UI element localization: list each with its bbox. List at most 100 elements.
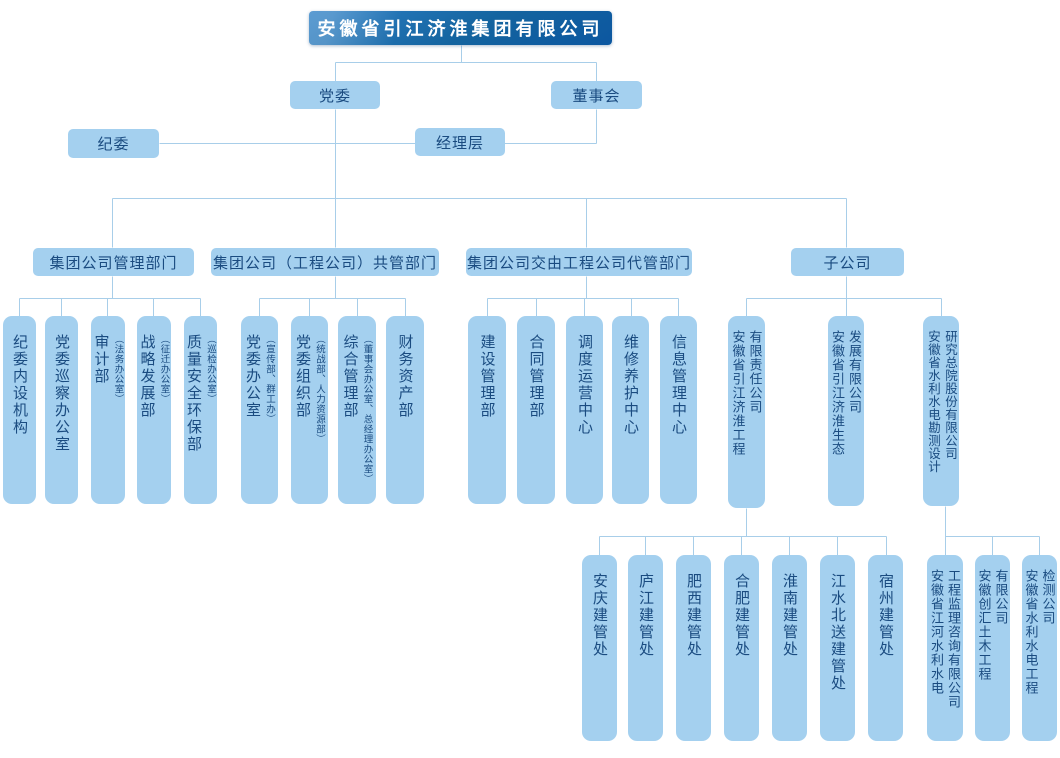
node-g2-dept1-name: 党委办公室 bbox=[244, 334, 261, 419]
node-board-label: 董事会 bbox=[572, 87, 621, 105]
node-subsidiary3: 安徽省水利水电勘测设计 研究总院股份有限公司 bbox=[923, 316, 959, 506]
node-g1-dept2: 党委巡察办公室 bbox=[45, 316, 78, 504]
node-office-anqing-label: 安庆建管处 bbox=[590, 573, 609, 658]
node-office-jiangshuibeisong-label: 江水北送建管处 bbox=[828, 573, 847, 692]
node-g3-dept5-label: 信息管理中心 bbox=[669, 334, 688, 436]
node-company-jiance-label: 安徽省水利水电工程 检测公司 bbox=[1023, 569, 1057, 695]
node-office-feixi-name: 肥西建管处 bbox=[685, 573, 702, 658]
node-party-committee-label: 党委 bbox=[318, 87, 351, 105]
node-g1-dept4-name: 战略发展部 bbox=[138, 334, 156, 419]
node-g3-dept5-name: 信息管理中心 bbox=[670, 334, 687, 436]
node-office-jiangshuibeisong: 江水北送建管处 bbox=[820, 555, 855, 741]
node-root-label: 安徽省引江济淮集团有限公司 bbox=[317, 19, 604, 39]
node-office-feixi: 肥西建管处 bbox=[676, 555, 711, 741]
node-subsidiary2-label: 安徽省引江济淮生态 发展有限公司 bbox=[829, 330, 863, 456]
node-g1-dept5-label: 质量安全环保部（巡检办公室） bbox=[184, 334, 217, 453]
node-g3-dept2-label: 合同管理部 bbox=[527, 334, 546, 419]
node-g1-dept1-label: 纪委内设机构 bbox=[10, 334, 29, 436]
node-subsidiary2-name: 安徽省引江济淮生态 发展有限公司 bbox=[830, 330, 862, 456]
node-party-committee: 党委 bbox=[290, 81, 380, 109]
node-g1-dept4-label: 战略发展部（征迁办公室） bbox=[138, 334, 171, 419]
node-g3-dept1-name: 建设管理部 bbox=[478, 334, 496, 419]
node-g2-dept2-note: （统战部、人力资源部） bbox=[314, 334, 325, 444]
node-g2-dept2-name: 党委组织部 bbox=[294, 334, 311, 419]
node-discipline-commission-label: 纪委 bbox=[97, 136, 130, 153]
node-group4-header-label: 子公司 bbox=[823, 254, 872, 272]
node-group3-header: 集团公司交由工程公司代管部门 bbox=[466, 248, 692, 276]
node-office-lujiang-label: 庐江建管处 bbox=[636, 573, 655, 658]
node-g1-dept5-note: （巡检办公室） bbox=[205, 334, 216, 404]
node-g2-dept4: 财务资产部 bbox=[386, 316, 424, 504]
node-office-hefei-name: 合肥建管处 bbox=[733, 573, 750, 658]
node-management-layer: 经理层 bbox=[415, 128, 505, 156]
node-g2-dept4-name: 财务资产部 bbox=[396, 334, 414, 419]
node-g1-dept3-note: （法务办公室） bbox=[112, 334, 124, 404]
node-company-jianli-label: 安徽省江河水利水电 工程监理咨询有限公司 bbox=[928, 569, 962, 709]
node-g3-dept3-label: 调度运营中心 bbox=[575, 334, 594, 436]
node-g1-dept3-name: 审计部 bbox=[92, 334, 110, 385]
node-office-lujiang-name: 庐江建管处 bbox=[637, 573, 654, 658]
node-office-huainan-name: 淮南建管处 bbox=[781, 573, 798, 658]
node-subsidiary1-label: 安徽省引江济淮工程 有限责任公司 bbox=[730, 330, 764, 456]
node-g3-dept4-label: 维修养护中心 bbox=[621, 334, 640, 436]
node-g2-dept3-name: 综合管理部 bbox=[341, 334, 359, 419]
node-company-jiance: 安徽省水利水电工程 检测公司 bbox=[1022, 555, 1057, 741]
node-g1-dept4-note: （征迁办公室） bbox=[158, 334, 170, 404]
node-office-suzhou: 宿州建管处 bbox=[868, 555, 903, 741]
node-company-jianli-name: 安徽省江河水利水电 工程监理咨询有限公司 bbox=[929, 569, 961, 709]
node-g1-dept1-name: 纪委内设机构 bbox=[11, 334, 28, 436]
node-g3-dept3: 调度运营中心 bbox=[566, 316, 603, 504]
node-g2-dept4-label: 财务资产部 bbox=[396, 334, 415, 419]
node-g2-dept1-note: （宣传部、群工办） bbox=[264, 334, 275, 424]
node-group1-header-label: 集团公司管理部门 bbox=[49, 254, 178, 272]
node-g3-dept1: 建设管理部 bbox=[468, 316, 506, 504]
node-g1-dept2-name: 党委巡察办公室 bbox=[53, 334, 70, 453]
node-g1-dept3-label: 审计部（法务办公室） bbox=[92, 334, 125, 404]
node-subsidiary2: 安徽省引江济淮生态 发展有限公司 bbox=[828, 316, 864, 506]
node-g3-dept2: 合同管理部 bbox=[517, 316, 555, 504]
node-g3-dept5: 信息管理中心 bbox=[660, 316, 697, 504]
node-company-chuanghui-name: 安徽创汇土木工程 有限公司 bbox=[976, 569, 1009, 681]
node-g2-dept1-label: 党委办公室（宣传部、群工办） bbox=[243, 334, 276, 424]
node-g1-dept5-name: 质量安全环保部 bbox=[185, 334, 202, 453]
node-g3-dept3-name: 调度运营中心 bbox=[576, 334, 593, 436]
node-company-chuanghui-label: 安徽创汇土木工程 有限公司 bbox=[976, 569, 1010, 681]
node-g3-dept1-label: 建设管理部 bbox=[478, 334, 497, 419]
node-office-hefei-label: 合肥建管处 bbox=[732, 573, 751, 658]
node-g1-dept3: 审计部（法务办公室） bbox=[91, 316, 125, 504]
node-management-layer-label: 经理层 bbox=[435, 134, 484, 152]
node-office-hefei: 合肥建管处 bbox=[724, 555, 759, 741]
node-office-lujiang: 庐江建管处 bbox=[628, 555, 663, 741]
node-g1-dept5: 质量安全环保部（巡检办公室） bbox=[184, 316, 217, 504]
node-office-suzhou-name: 宿州建管处 bbox=[877, 573, 894, 658]
node-g2-dept2-label: 党委组织部（统战部、人力资源部） bbox=[293, 334, 326, 444]
node-group2-header-label: 集团公司（工程公司）共管部门 bbox=[212, 254, 437, 272]
node-group2-header: 集团公司（工程公司）共管部门 bbox=[211, 248, 439, 276]
node-g2-dept1: 党委办公室（宣传部、群工办） bbox=[241, 316, 278, 504]
node-g1-dept4: 战略发展部（征迁办公室） bbox=[137, 316, 171, 504]
node-subsidiary3-label: 安徽省水利水电勘测设计 研究总院股份有限公司 bbox=[924, 330, 958, 473]
node-company-jiance-name: 安徽省水利水电工程 检测公司 bbox=[1023, 569, 1056, 695]
node-office-suzhou-label: 宿州建管处 bbox=[876, 573, 895, 658]
node-office-jiangshuibeisong-name: 江水北送建管处 bbox=[829, 573, 846, 692]
node-subsidiary1-name: 安徽省引江济淮工程 有限责任公司 bbox=[730, 330, 763, 456]
node-g3-dept4-name: 维修养护中心 bbox=[622, 334, 639, 436]
node-office-anqing: 安庆建管处 bbox=[582, 555, 617, 741]
node-office-huainan-label: 淮南建管处 bbox=[780, 573, 799, 658]
node-g3-dept2-name: 合同管理部 bbox=[527, 334, 545, 419]
node-group3-header-label: 集团公司交由工程公司代管部门 bbox=[466, 254, 691, 272]
node-g2-dept3-note: （董事会办公室、总经理办公室） bbox=[361, 334, 373, 484]
node-g1-dept1: 纪委内设机构 bbox=[3, 316, 36, 504]
node-subsidiary1: 安徽省引江济淮工程 有限责任公司 bbox=[728, 316, 765, 508]
node-company-jianli: 安徽省江河水利水电 工程监理咨询有限公司 bbox=[927, 555, 963, 741]
node-g2-dept3: 综合管理部（董事会办公室、总经理办公室） bbox=[338, 316, 376, 504]
node-g1-dept2-label: 党委巡察办公室 bbox=[52, 334, 71, 453]
node-office-anqing-name: 安庆建管处 bbox=[591, 573, 608, 658]
node-subsidiary3-name: 安徽省水利水电勘测设计 研究总院股份有限公司 bbox=[926, 330, 957, 473]
node-office-huainan: 淮南建管处 bbox=[772, 555, 807, 741]
node-group1-header: 集团公司管理部门 bbox=[33, 248, 194, 276]
node-group4-header: 子公司 bbox=[791, 248, 904, 276]
node-discipline-commission: 纪委 bbox=[68, 129, 159, 158]
node-g2-dept2: 党委组织部（统战部、人力资源部） bbox=[291, 316, 328, 504]
